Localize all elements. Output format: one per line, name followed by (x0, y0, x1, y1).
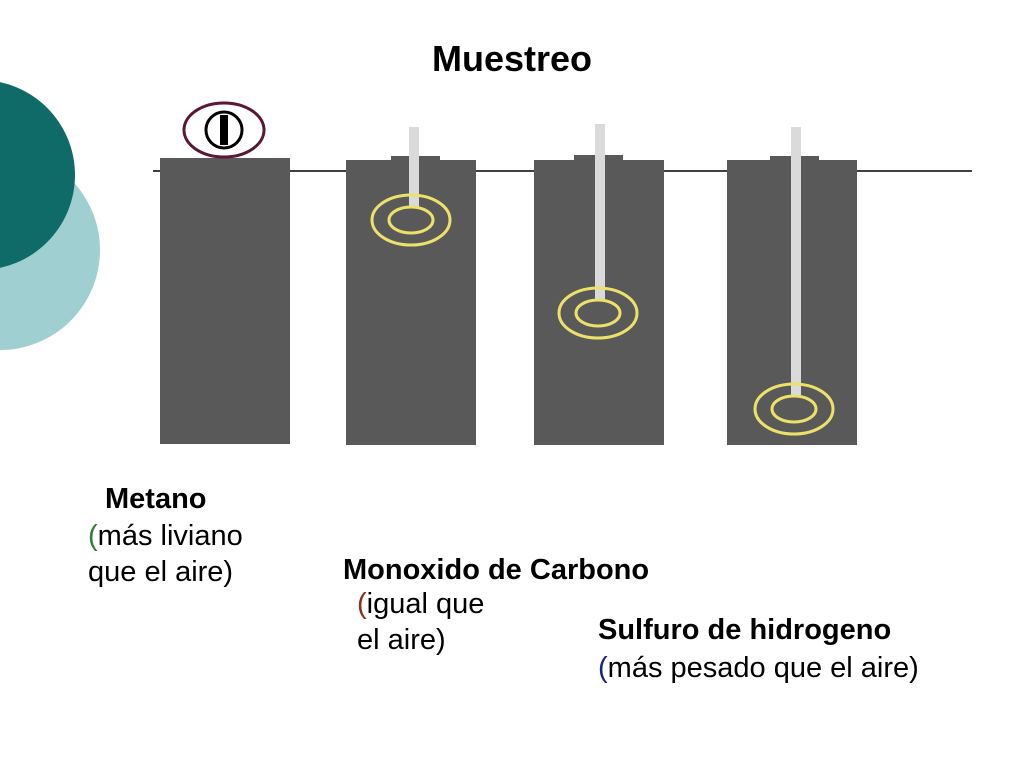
paren-monoxido: ( (357, 588, 367, 620)
gas-meter-icon (182, 101, 266, 159)
detection-ring-2 (370, 193, 452, 247)
gas-desc-monoxido: (igual que el aire) (357, 586, 484, 658)
gas-desc-monoxido-line1: igual que (366, 588, 485, 620)
page-title: Muestreo (431, 38, 593, 79)
paren-metano: ( (88, 520, 98, 552)
gas-desc-sulfuro: (más pesado que el aire) (598, 650, 919, 686)
gas-desc-sulfuro-line1: más pesado que el aire) (607, 652, 919, 684)
sampling-tube-4 (791, 127, 801, 395)
paren-sulfuro: ( (598, 652, 608, 684)
sampling-tube-2 (409, 127, 419, 207)
detection-ring-4 (753, 382, 835, 436)
gas-desc-metano-line2: que el aire) (88, 556, 234, 588)
sampling-well-1 (160, 158, 290, 444)
gas-name-metano: Metano (105, 483, 207, 515)
decor-circle-dark (0, 82, 75, 268)
gas-desc-monoxido-line2: el aire) (357, 624, 446, 656)
sampling-tube-3 (595, 124, 605, 300)
gas-name-monoxido: Monoxido de Carbono (343, 554, 650, 586)
gas-desc-metano-line1: más liviano (97, 520, 243, 552)
detection-ring-3 (557, 286, 639, 340)
gas-name-sulfuro: Sulfuro de hidrogeno (598, 614, 892, 646)
gas-desc-metano: (más liviano que el aire) (88, 518, 243, 590)
